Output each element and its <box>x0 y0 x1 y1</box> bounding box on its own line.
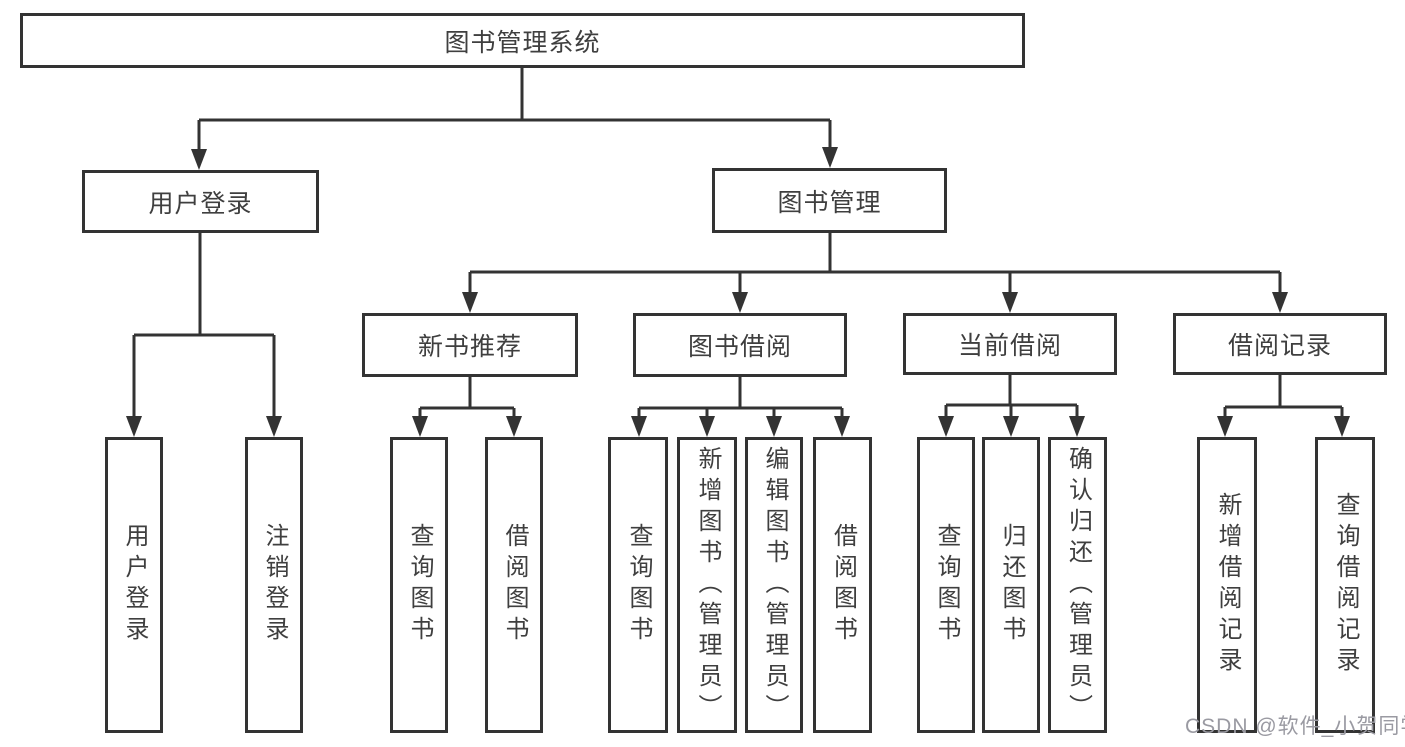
connector-book-borrow-to-leaves <box>639 377 842 410</box>
arrow-down-icon <box>1002 292 1018 313</box>
arrow-down-icon <box>834 416 850 437</box>
node-logout: 注销登录 <box>245 437 303 733</box>
arrow-down-icon <box>1217 416 1233 437</box>
arrow-down-icon <box>266 416 282 437</box>
arrow-down-icon <box>631 416 647 437</box>
arrow-down-icon <box>1272 292 1288 313</box>
node-borrow-books: 借阅图书 <box>813 437 872 733</box>
node-query-books-recommend: 查询图书 <box>390 437 448 733</box>
node-edit-book-admin: 编辑图书（管理员） <box>745 437 803 733</box>
node-confirm-return-admin: 确认归还（管理员） <box>1048 437 1107 733</box>
csdn-watermark: CSDN @软件_小贺同学 <box>1185 715 1405 738</box>
connector-new-books-to-leaves <box>420 377 514 410</box>
node-borrow-books-recommend: 借阅图书 <box>485 437 543 733</box>
node-root-system: 图书管理系统 <box>20 13 1025 68</box>
connector-user-login-to-leaves <box>134 233 274 337</box>
node-user-login: 用户登录 <box>105 437 163 733</box>
arrow-down-icon <box>822 147 838 168</box>
connector-borrow-records-to-leaves <box>1225 375 1342 409</box>
arrow-shafts <box>132 120 1344 418</box>
node-add-book-admin: 新增图书（管理员） <box>677 437 737 733</box>
connector-current-borrow-to-leaves <box>946 375 1077 407</box>
arrow-down-icon <box>1003 416 1019 437</box>
node-add-borrow-record: 新增借阅记录 <box>1197 437 1257 733</box>
node-return-book: 归还图书 <box>982 437 1040 733</box>
arrow-down-icon <box>766 416 782 437</box>
node-query-borrow-record: 查询借阅记录 <box>1315 437 1375 733</box>
arrow-down-icon <box>938 416 954 437</box>
arrow-down-icon <box>732 292 748 313</box>
node-query-books-borrow: 查询图书 <box>608 437 668 733</box>
connector-root-to-level2 <box>199 68 830 122</box>
node-new-book-recommend: 新书推荐 <box>362 313 578 377</box>
node-current-borrow: 当前借阅 <box>903 313 1117 375</box>
arrow-down-icon <box>1334 416 1350 437</box>
node-borrow-records: 借阅记录 <box>1173 313 1387 375</box>
arrow-down-icon <box>126 416 142 437</box>
arrow-down-icon <box>462 292 478 313</box>
arrow-down-icon <box>191 149 207 170</box>
connector-book-management-to-level3 <box>470 233 1280 274</box>
node-book-management: 图书管理 <box>712 168 947 233</box>
node-query-books-current: 查询图书 <box>917 437 975 733</box>
arrow-down-icon <box>699 416 715 437</box>
arrow-down-icon <box>1069 416 1085 437</box>
arrow-down-icon <box>506 416 522 437</box>
node-user-login-group: 用户登录 <box>82 170 319 233</box>
arrow-down-icon <box>412 416 428 437</box>
node-book-borrow: 图书借阅 <box>633 313 847 377</box>
